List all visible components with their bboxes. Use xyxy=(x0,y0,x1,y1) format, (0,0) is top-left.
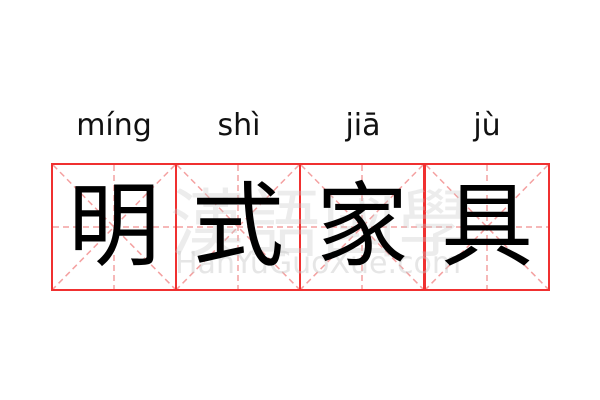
grid-guides xyxy=(177,165,299,289)
pinyin-3: jù xyxy=(473,108,501,143)
character: 具 xyxy=(440,173,533,280)
character: 明 xyxy=(67,173,160,280)
pinyin-2: jiā xyxy=(345,108,381,143)
character-cell-1: 式 xyxy=(175,163,301,291)
watermark-latin: HanYuGuoXue.com xyxy=(175,246,462,281)
character-cell-3: 具 xyxy=(424,163,550,291)
character-cell-0: 明 xyxy=(51,163,177,291)
character: 式 xyxy=(191,173,284,280)
character-cell-2: 家 xyxy=(299,163,425,291)
grid-guides xyxy=(53,165,175,289)
pinyin-1: shì xyxy=(217,108,261,143)
watermark-chinese: 漢語國學 xyxy=(170,182,474,268)
grid-guides xyxy=(426,165,548,289)
character-box-3 xyxy=(424,163,550,291)
grid-guides xyxy=(301,165,423,289)
pinyin-0: míng xyxy=(76,108,152,143)
character: 家 xyxy=(315,173,408,280)
